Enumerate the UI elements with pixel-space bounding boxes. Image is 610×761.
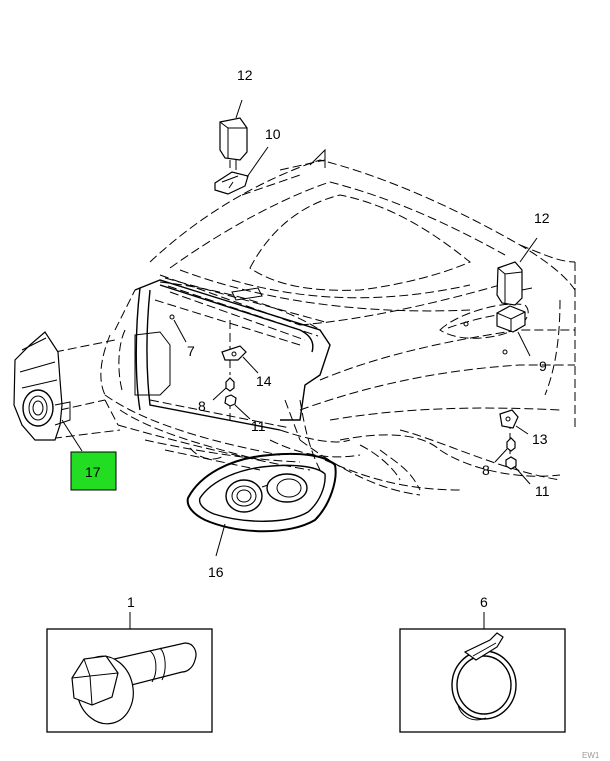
part-11-right [505, 456, 531, 485]
callout-17-box[interactable] [70, 451, 117, 491]
callout-17-highlight[interactable]: 17 [70, 451, 117, 491]
callout-8-center: 8 [198, 398, 206, 414]
callout-11-center: 11 [251, 418, 266, 434]
corner-mark: EW1 [582, 751, 600, 760]
detail-box-1 [46, 612, 213, 733]
callout-7: 7 [187, 343, 195, 359]
part-16-headlight [186, 452, 337, 557]
part-8-center [212, 377, 235, 401]
hood-assembly [39, 148, 576, 496]
part-11-center [224, 394, 251, 420]
leader-lines [229, 174, 511, 465]
part-13-clip [499, 409, 529, 435]
detail-box-6 [399, 612, 566, 733]
callout-16: 16 [208, 564, 224, 580]
callout-8-right: 8 [482, 462, 490, 478]
part-8-right [494, 437, 516, 463]
callout-12-top: 12 [237, 67, 253, 83]
callout-14: 14 [256, 373, 272, 389]
callout-1: 1 [127, 594, 135, 610]
callout-12-side: 12 [534, 210, 550, 226]
part-10-bracket [214, 146, 269, 195]
part-9-base [496, 305, 531, 357]
callout-10: 10 [265, 126, 281, 142]
callout-9: 9 [539, 358, 547, 374]
callout-13: 13 [532, 431, 548, 447]
callout-17[interactable]: 17 [85, 464, 101, 480]
callout-labels: 12 10 12 7 9 14 8 11 13 8 11 16 1 6 [127, 67, 550, 610]
part-14-clip [221, 345, 259, 374]
part-12-top [219, 99, 248, 170]
part-12-side [496, 237, 538, 306]
part-17-headlight [13, 331, 83, 452]
part-7 [169, 314, 187, 343]
callout-11-right: 11 [535, 483, 550, 499]
callout-6: 6 [480, 594, 488, 610]
